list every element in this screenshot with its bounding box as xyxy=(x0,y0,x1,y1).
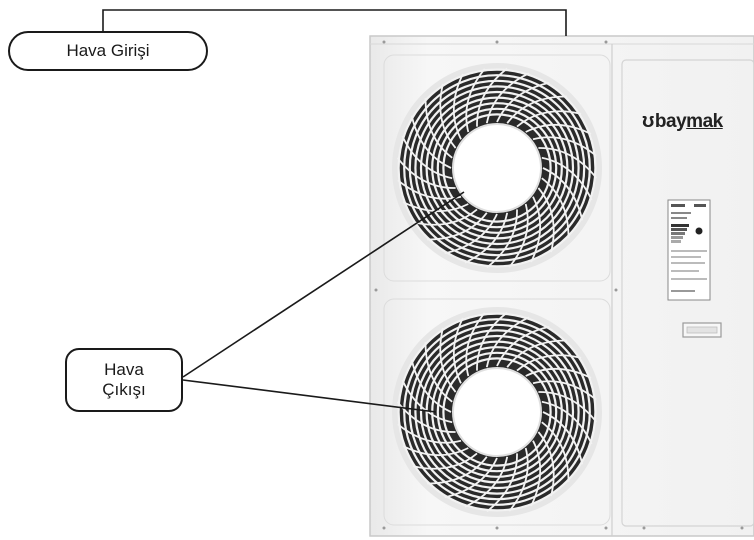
air-outlet-text-line1: Hava xyxy=(104,360,144,379)
brand-mark-icon: ʊ xyxy=(642,110,654,132)
outlet-leader-line-lower xyxy=(182,379,437,413)
upper-fan-grille xyxy=(383,54,611,282)
air-inlet-text: Hava Girişi xyxy=(66,41,150,60)
brand-logo: ʊbaymak xyxy=(642,110,723,133)
air-outlet-label: Hava Çıkışı xyxy=(65,348,183,412)
callout-leader-lines xyxy=(102,9,567,413)
air-outlet-text-line2: Çıkışı xyxy=(102,380,146,399)
brand-name-suffix: mak xyxy=(686,111,723,132)
energy-label xyxy=(667,199,711,301)
inlet-leader-line xyxy=(102,9,567,36)
service-panel-handle xyxy=(682,322,722,338)
brand-name-prefix: bay xyxy=(654,111,687,132)
air-inlet-label: Hava Girişi xyxy=(8,31,208,71)
lower-fan-grille xyxy=(383,298,611,526)
outlet-leader-line-upper xyxy=(182,191,465,378)
